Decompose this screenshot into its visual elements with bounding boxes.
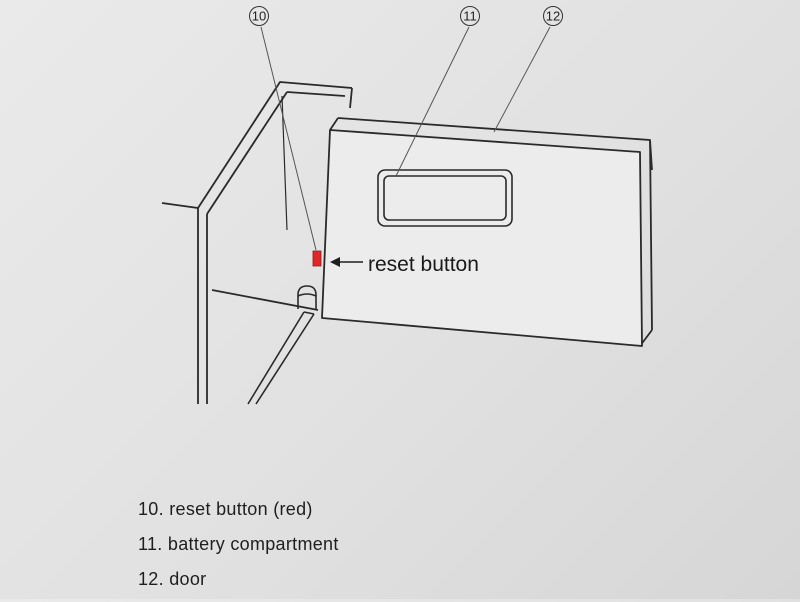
svg-text:11: 11 bbox=[463, 9, 477, 24]
callout-10: 10 bbox=[249, 6, 269, 26]
hinge-post bbox=[297, 285, 317, 310]
legend-number: 12. bbox=[138, 569, 164, 589]
door-strut bbox=[247, 311, 315, 405]
legend-item: 11. battery compartment bbox=[138, 532, 339, 567]
battery-compartment bbox=[377, 169, 513, 227]
parts-legend: 10. reset button (red) 11. battery compa… bbox=[138, 497, 339, 602]
callout-11: 11 bbox=[460, 6, 480, 26]
legend-text: reset button (red) bbox=[169, 499, 313, 519]
legend-item: 12. door bbox=[138, 567, 339, 602]
legend-number: 11. bbox=[138, 534, 163, 554]
legend-item: 10. reset button (red) bbox=[138, 497, 339, 532]
svg-text:12: 12 bbox=[546, 9, 560, 24]
safe-body bbox=[161, 81, 353, 404]
legend-text: battery compartment bbox=[167, 534, 339, 554]
svg-text:10: 10 bbox=[252, 9, 266, 24]
reset-arrow bbox=[330, 257, 363, 267]
callout-12: 12 bbox=[543, 6, 563, 26]
leader-lines bbox=[260, 26, 551, 251]
reset-button-label: reset button bbox=[368, 253, 479, 276]
legend-number: 10. bbox=[138, 499, 164, 519]
door bbox=[321, 117, 653, 347]
reset-button bbox=[312, 250, 322, 267]
legend-text: door bbox=[169, 569, 207, 589]
